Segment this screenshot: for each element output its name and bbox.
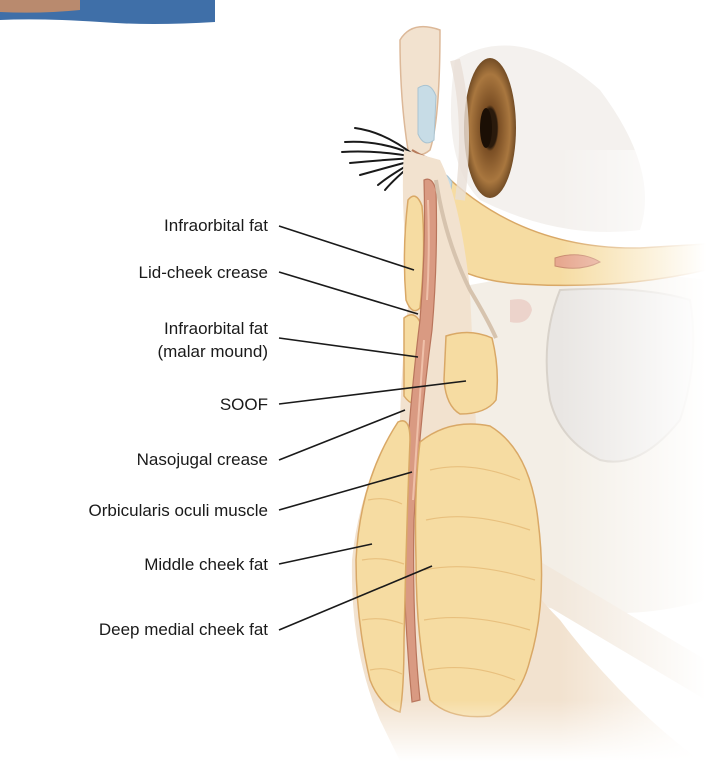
label-infraorbital-fat-malar-mound: Infraorbital fat (malar mound) (157, 317, 268, 363)
label-soof-text: SOOF (220, 394, 268, 415)
fade-bottom (330, 700, 706, 761)
label-infraorbital-fat-text: Infraorbital fat (164, 215, 268, 236)
soof-region (444, 332, 497, 414)
corner-photo-fragment (0, 0, 215, 24)
fade-right (560, 150, 706, 761)
label-deep-medial-cheek-fat: Deep medial cheek fat (99, 619, 268, 640)
infraorbital-fat-region (404, 196, 423, 311)
label-orbicularis-oculi-muscle: Orbicularis oculi muscle (89, 500, 269, 521)
label-orbicularis-oculi-muscle-text: Orbicularis oculi muscle (89, 500, 269, 521)
label-deep-medial-cheek-fat-text: Deep medial cheek fat (99, 619, 268, 640)
label-soof: SOOF (220, 394, 268, 415)
label-infraorbital-fat: Infraorbital fat (164, 215, 268, 236)
label-malar-line1: Infraorbital fat (157, 317, 268, 340)
label-nasojugal-crease: Nasojugal crease (137, 449, 268, 470)
label-lid-cheek-crease-text: Lid-cheek crease (139, 262, 268, 283)
label-middle-cheek-fat-text: Middle cheek fat (144, 554, 268, 575)
leader-infraorbital-fat (279, 226, 414, 270)
label-lid-cheek-crease: Lid-cheek crease (139, 262, 268, 283)
leader-malar-mound (279, 338, 418, 357)
leader-lid-cheek-crease (279, 272, 418, 314)
label-nasojugal-crease-text: Nasojugal crease (137, 449, 268, 470)
label-middle-cheek-fat: Middle cheek fat (144, 554, 268, 575)
label-malar-line2: (malar mound) (157, 340, 268, 363)
